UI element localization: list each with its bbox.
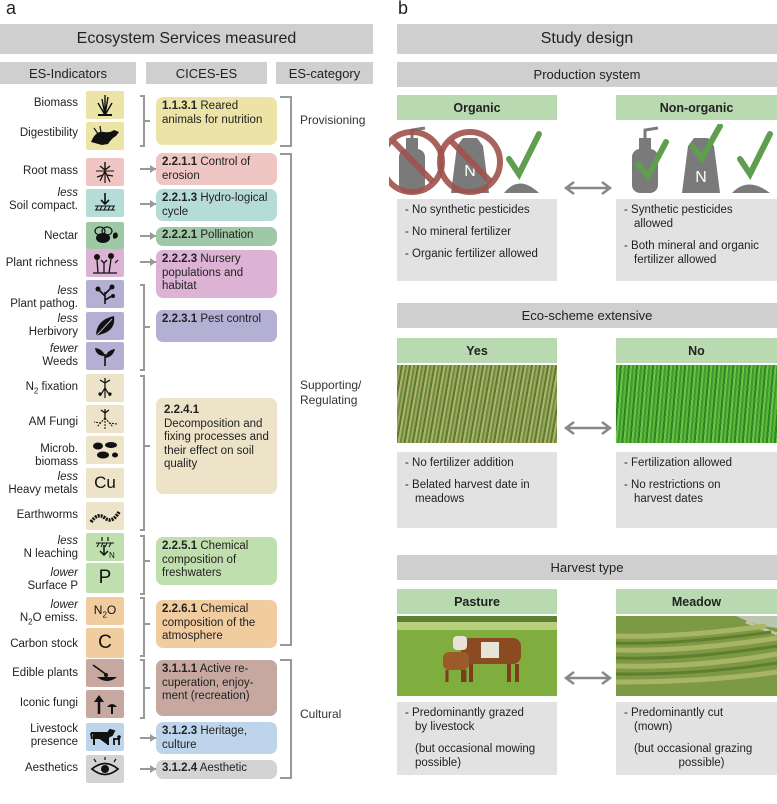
weeds-icon (86, 342, 124, 370)
nonorganic-label: Non-organic (616, 95, 777, 120)
heavy-metals-cu-icon: Cu (86, 468, 124, 498)
plant-pathogen-icon (86, 280, 124, 308)
cices-2-2-2-1: 2.2.2.1 Pollination (156, 227, 277, 246)
herbivory-leaf-icon (86, 312, 124, 340)
pasture-meadow-arrow (563, 671, 613, 685)
surface-p-icon: P (86, 563, 124, 593)
panel-a-label: a (6, 0, 17, 18)
category-provisioning: Provisioning (300, 113, 366, 127)
cices-2-2-5-1: 2.2.5.1 Chemical composition of freshwat… (156, 537, 277, 585)
edible-plants-icon (86, 659, 124, 687)
microbial-biomass-icon (86, 436, 124, 464)
organic-description: - No synthetic pesticides - No mineral f… (397, 199, 557, 281)
es-measured-title: Ecosystem Services measured (0, 24, 373, 54)
indicator-iconic-fungi: Iconic fungi (19, 697, 78, 709)
cices-2-2-3-1: 2.2.3.1 Pest control (156, 310, 277, 342)
nonorganic-inputs-illustration: N (632, 124, 773, 193)
category-cultural: Cultural (300, 707, 342, 721)
col-header-indicators: ES-Indicators (0, 62, 136, 84)
biomass-icon (86, 91, 124, 119)
aesthetics-eye-icon (86, 755, 124, 783)
indicator-earthworms: Earthworms (16, 509, 78, 521)
n2o-icon: N2O (86, 597, 124, 625)
indicator-plant-richness: Plant richness (5, 257, 78, 269)
indicator-n2-fixation: N2 fixation (25, 381, 78, 396)
indicator-edible-plants: Edible plants (12, 667, 78, 679)
n2o-symbol: N2O (93, 602, 117, 620)
category-supporting: Supporting/Regulating (300, 378, 362, 407)
earthworms-icon (86, 502, 124, 530)
p-symbol: P (98, 567, 112, 588)
study-design-title: Study design (397, 24, 777, 54)
digestibility-icon (86, 122, 124, 150)
meadow-mown-photo (616, 616, 777, 696)
panel-b-label: b (398, 0, 409, 18)
bracket-connectors (140, 95, 292, 779)
eco-yes-label: Yes (397, 338, 557, 363)
n-mark: N (109, 551, 115, 559)
am-fungi-icon (86, 405, 124, 433)
indicator-nectar: Nectar (44, 230, 78, 242)
cices-2-2-6-1: 2.2.6.1 Chemical composition of the atmo… (156, 600, 277, 648)
c-symbol: C (98, 632, 112, 653)
pasture-description: - Predominantly grazed by livestock (but… (397, 702, 557, 775)
carbon-c-icon: C (86, 628, 124, 658)
indicator-root-mass: Root mass (23, 165, 78, 177)
col-header-cices: CICES-ES (146, 62, 267, 84)
fertilizer-bag-letter: N (695, 169, 707, 186)
eco-yes-no-arrow (563, 421, 613, 435)
col-header-category: ES-category (276, 62, 373, 84)
indicator-aesthetics: Aesthetics (24, 762, 78, 774)
organic-label: Organic (397, 95, 557, 120)
eco-no-label: No (616, 338, 777, 363)
production-system-header: Production system (397, 62, 777, 87)
indicator-carbon-stock: Carbon stock (10, 638, 78, 650)
plant-richness-icon (86, 249, 124, 277)
meadow-label: Meadow (616, 589, 777, 614)
indicator-biomass: Biomass (33, 97, 78, 109)
nectar-bee-icon (86, 222, 124, 250)
indicator-digestibility: Digestibility (19, 127, 78, 139)
cu-symbol: Cu (94, 473, 116, 492)
organic-nonorganic-arrow (563, 181, 613, 195)
cices-2-2-2-3: 2.2.2.3 Nursery populations and habitat (156, 250, 277, 298)
indicator-microbial-biomass: Microb.biomass (35, 443, 78, 468)
soil-compaction-icon (86, 189, 124, 217)
fertilizer-bag-letter: N (464, 163, 476, 180)
meadow-description: - Predominantly cut (mown) (but occasion… (616, 702, 777, 775)
organic-inputs-illustration: N (389, 126, 542, 195)
iconic-fungi-icon (86, 690, 124, 718)
cices-3-1-2-4: 3.1.2.4 Aesthetic (156, 760, 277, 779)
livestock-icon (86, 723, 124, 751)
n2-fixation-icon (86, 374, 124, 402)
eco-scheme-header: Eco-scheme extensive (397, 303, 777, 328)
eco-no-description: - Fertilization allowed - No restriction… (616, 452, 777, 528)
pasture-label: Pasture (397, 589, 557, 614)
n-leaching-icon: N (86, 533, 124, 561)
cices-3-1-2-3: 3.1.2.3 Heritage, culture (156, 722, 277, 754)
cices-2-2-1-3: 2.2.1.3 Hydro-logical cycle (156, 189, 277, 221)
cices-3-1-1-1: 3.1.1.1 Active re-cuperation, enjoy-ment… (156, 660, 277, 716)
intensive-grassland-photo (616, 365, 777, 443)
eco-yes-description: - No fertilizer addition - Belated harve… (397, 452, 557, 528)
indicator-am-fungi: AM Fungi (28, 416, 78, 428)
cices-2-2-1-1: 2.2.1.1 Control of erosion (156, 153, 277, 185)
root-mass-icon (86, 158, 124, 186)
harvest-type-header: Harvest type (397, 555, 777, 580)
cices-1-1-3-1: 1.1.3.1 Reared animals for nutrition (156, 97, 277, 145)
pasture-cows-photo (397, 616, 557, 696)
extensive-grassland-photo (397, 365, 557, 443)
nonorganic-description: - Synthetic pesticides allowed - Both mi… (616, 199, 777, 281)
